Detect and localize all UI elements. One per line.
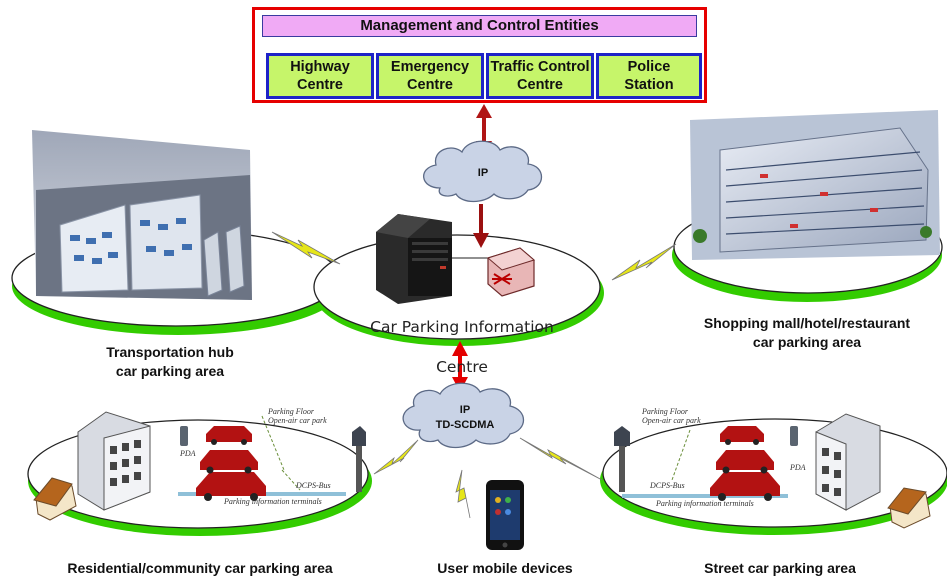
centre-label-line2: Centre — [436, 358, 488, 376]
management-title: Management and Control Entities — [262, 15, 697, 37]
server-icon — [376, 214, 488, 304]
street-building-icon — [815, 413, 881, 511]
label-shopping-mall: Shopping mall/hotel/restaurant car parki… — [703, 315, 911, 350]
label-user-mobile: User mobile devices — [437, 560, 573, 576]
entity-highway-line2: Centre — [297, 77, 343, 93]
bus-label-residential: DCPS-Bus — [295, 481, 331, 490]
arrow-cloud-router — [473, 204, 489, 248]
cloud-ip-td-scdma — [402, 382, 525, 449]
transportation-hub-image — [32, 130, 252, 300]
bus-label-street: DCPS-Bus — [649, 481, 685, 490]
pda-label-residential: PDA — [179, 449, 196, 458]
label-residential: Residential/community car parking area — [67, 560, 333, 576]
shopping-mall-image — [690, 110, 940, 260]
lightning-mobile — [455, 469, 471, 519]
cloud-ip-top — [423, 140, 543, 203]
entity-traffic-line2: Centre — [517, 77, 563, 93]
router-icon — [486, 247, 536, 297]
centre-label: Car Parking Information Centre — [352, 297, 572, 397]
lightning-residential — [373, 439, 419, 475]
entity-emergency-line2: Centre — [407, 77, 453, 93]
entity-highway-line1: Highway — [290, 59, 350, 75]
street-house-icon — [887, 487, 931, 529]
street-parking-scene — [614, 426, 798, 501]
cloud-bottom-label-2: TD-SCDMA — [436, 419, 495, 431]
entity-traffic-line1: Traffic Control — [490, 59, 590, 75]
terminals-label-street: Parking information terminals — [655, 499, 754, 508]
floor-label-street-1: Parking Floor — [641, 407, 689, 416]
cloud-top-label: IP — [478, 167, 488, 179]
floor-label-street-2: Open-air car park — [642, 416, 701, 425]
entity-police-line1: Police — [627, 59, 671, 75]
cloud-bottom-label-1: IP — [460, 404, 470, 416]
house-icon — [33, 477, 77, 521]
residential-parking-scene — [178, 415, 366, 501]
entity-police-line2: Station — [624, 77, 674, 93]
mobile-phone-icon — [486, 480, 524, 550]
residential-building-icon — [77, 411, 151, 511]
lightning-transport — [271, 231, 341, 265]
floor-label-residential-1: Parking Floor — [267, 407, 315, 416]
entity-emergency-line1: Emergency — [390, 59, 470, 75]
lightning-street — [519, 437, 603, 481]
centre-label-line1: Car Parking Information — [370, 318, 554, 336]
terminals-label-residential: Parking information terminals — [223, 497, 322, 506]
pda-label-street: PDA — [789, 463, 806, 472]
label-street: Street car parking area — [704, 560, 856, 576]
floor-label-residential-2: Open-air car park — [268, 416, 327, 425]
label-transportation-hub: Transportation hub car parking area — [106, 344, 234, 379]
lightning-shopping — [611, 243, 677, 281]
